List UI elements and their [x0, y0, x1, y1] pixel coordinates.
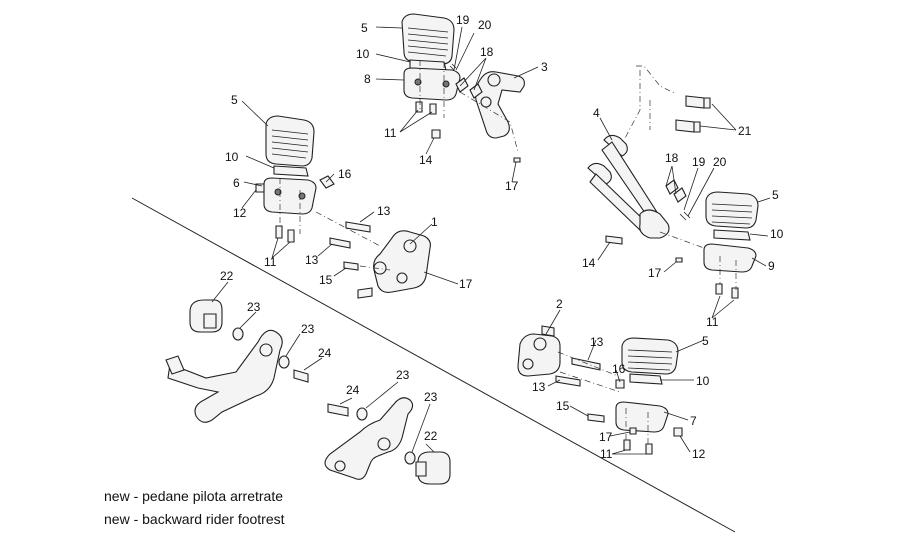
rear-bracket-right	[324, 397, 414, 480]
bottom-right-footrest-assembly	[517, 325, 683, 455]
callout-labels: 5 19 20 10 18 3 8 11 14 17 5 10 6 16 12 …	[220, 13, 784, 461]
callout: 12	[692, 447, 706, 461]
rear-bracket-left	[165, 329, 283, 423]
callout: 13	[532, 380, 546, 394]
callout: 23	[301, 322, 315, 336]
callout: 17	[599, 430, 613, 444]
callout: 11	[384, 126, 397, 140]
callout: 1	[431, 215, 438, 229]
callout: 15	[319, 273, 333, 287]
bolt-24-upper	[293, 369, 309, 383]
callout: 19	[692, 155, 706, 169]
footrest-body-6	[263, 177, 317, 215]
bolt-21-upper	[685, 95, 705, 109]
callout: 18	[665, 151, 679, 165]
bracket-1	[357, 230, 431, 299]
footpeg-22-left	[189, 299, 223, 333]
bracket-2	[517, 325, 561, 377]
callout: 4	[593, 106, 600, 120]
callout: 21	[738, 124, 752, 138]
callout: 16	[338, 167, 352, 181]
bolt-24-lower	[327, 403, 349, 417]
footpeg-22-right	[415, 451, 451, 485]
callout: 5	[772, 188, 779, 202]
footrest-body-9	[703, 243, 757, 273]
callout: 10	[696, 374, 710, 388]
callout: 13	[305, 253, 319, 267]
leader-lines	[211, 26, 771, 455]
callout: 24	[318, 346, 332, 360]
pad-plate-10-right	[713, 229, 751, 241]
callout: 17	[459, 277, 473, 291]
pad-plate-10-left	[273, 165, 309, 177]
callout: 7	[690, 414, 697, 428]
callout: 5	[361, 21, 368, 35]
callout: 17	[505, 179, 519, 193]
callout: 22	[220, 269, 234, 283]
footrest-body-8	[403, 67, 461, 101]
callout: 18	[480, 45, 494, 59]
bracket-3	[474, 71, 525, 139]
callout: 19	[456, 13, 470, 27]
left-footrest-assembly	[255, 115, 431, 299]
footpeg-rubber-bottom	[621, 337, 679, 375]
callout: 3	[541, 60, 548, 74]
callout: 23	[247, 300, 261, 314]
right-footrest-assembly	[587, 65, 759, 299]
bracket-4	[587, 134, 670, 239]
top-footrest-assembly	[401, 13, 525, 163]
footpeg-rubber-top	[401, 13, 455, 65]
callout: 23	[424, 390, 438, 404]
callout: 11	[264, 255, 277, 269]
callout: 17	[648, 266, 662, 280]
callout: 20	[713, 155, 727, 169]
section-divider-line	[131, 197, 736, 533]
caption-line-english: new - backward rider footrest	[104, 511, 285, 527]
callout: 22	[424, 429, 438, 443]
callout: 9	[768, 259, 775, 273]
callout: 11	[706, 315, 719, 329]
footpeg-rubber-right	[705, 191, 759, 229]
callout: 16	[612, 362, 626, 376]
callout: 15	[556, 399, 570, 413]
callout: 8	[364, 72, 371, 86]
callout: 6	[233, 176, 240, 190]
callout: 5	[702, 334, 709, 348]
backward-rider-footrest-assembly	[165, 299, 451, 485]
callout: 10	[356, 47, 370, 61]
callout: 14	[419, 153, 433, 167]
footpeg-rubber-left	[265, 115, 315, 167]
callout: 20	[478, 18, 492, 32]
callout: 13	[590, 335, 604, 349]
callout: 14	[582, 256, 596, 270]
pad-plate-10-bottom	[629, 373, 663, 385]
bolt-21-lower	[675, 119, 695, 133]
callout: 10	[225, 150, 239, 164]
caption-line-italian: new - pedane pilota arretrate	[104, 488, 283, 504]
callout: 11	[600, 447, 613, 461]
callout: 24	[346, 383, 360, 397]
callout: 10	[770, 227, 784, 241]
callout: 12	[233, 206, 247, 220]
callout: 5	[231, 93, 238, 107]
footrest-body-7	[615, 401, 669, 433]
callout: 2	[556, 297, 563, 311]
callout: 23	[396, 368, 410, 382]
callout: 13	[377, 204, 391, 218]
